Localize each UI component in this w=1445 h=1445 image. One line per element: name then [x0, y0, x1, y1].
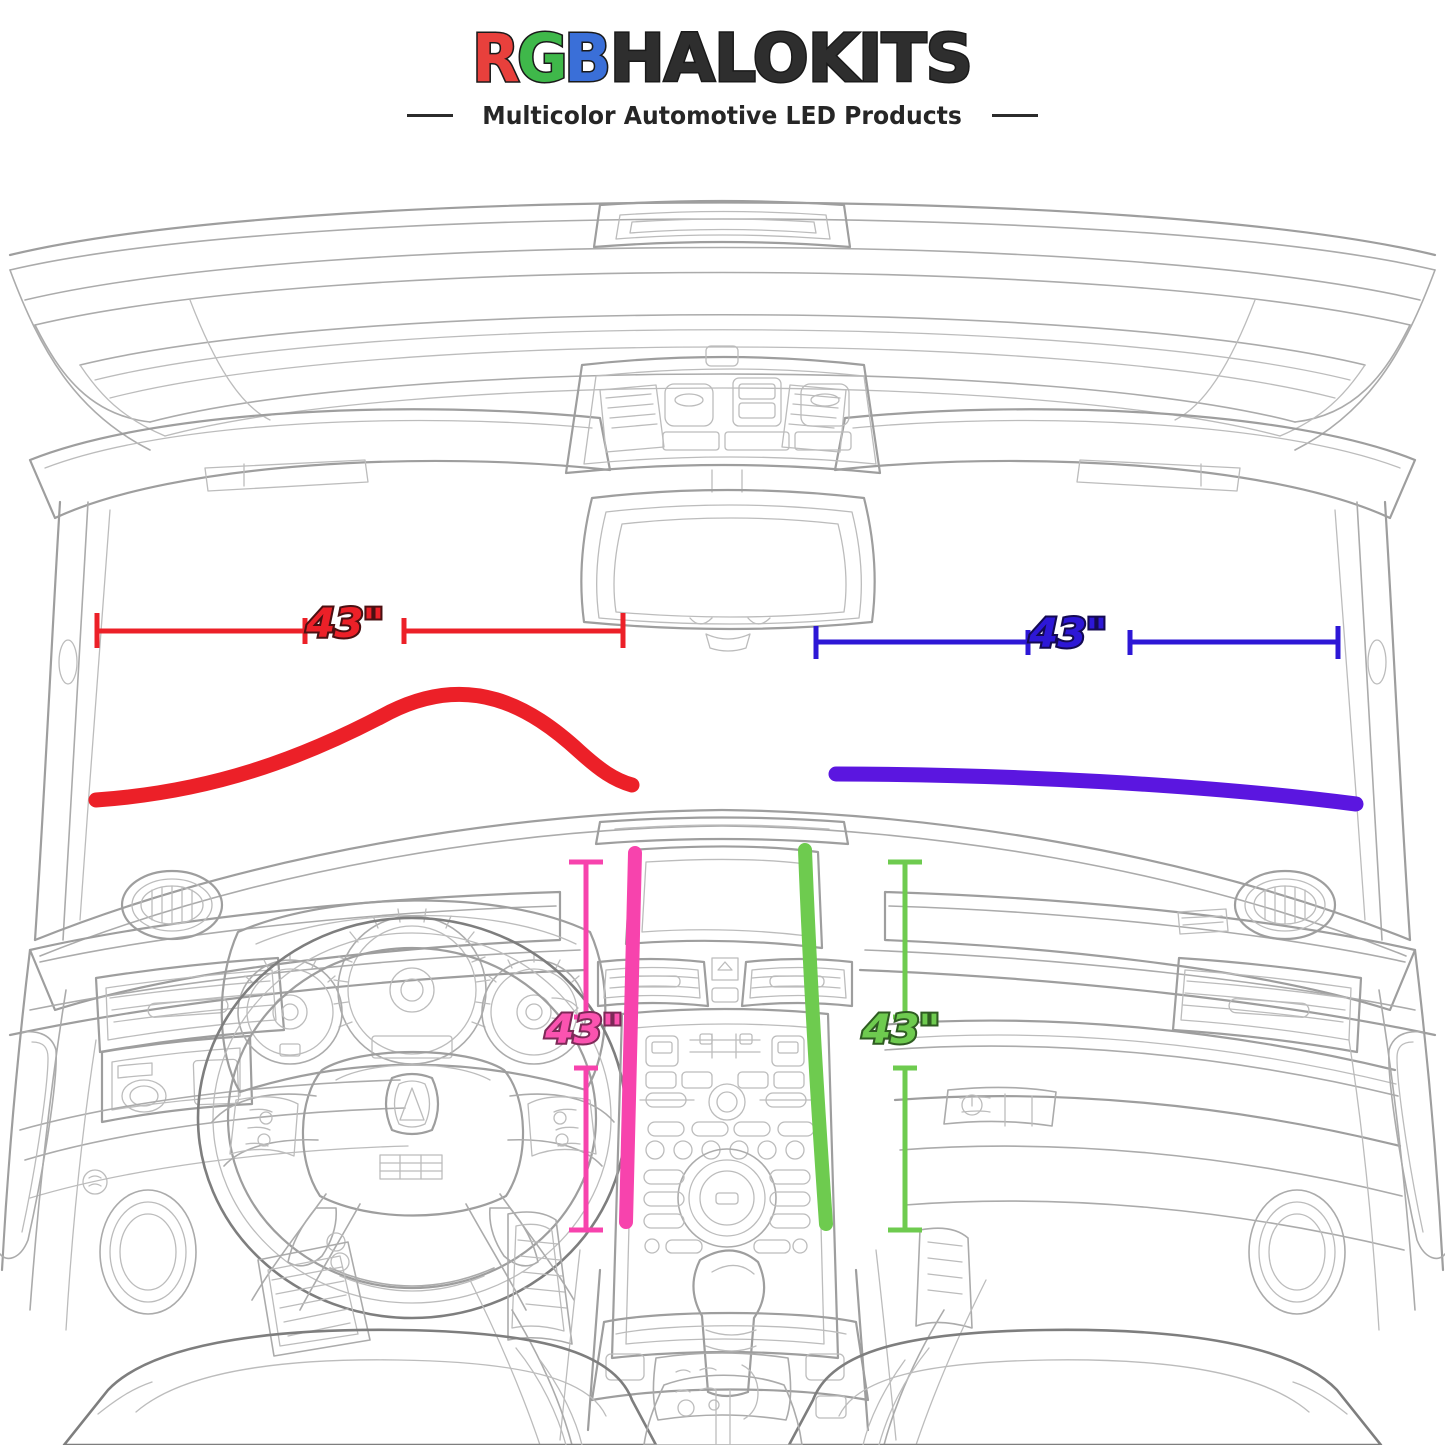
- rearview-mirror: [580, 488, 876, 652]
- overhead-console: [564, 345, 882, 493]
- dimension-label-pink-text: 43": [543, 1007, 625, 1053]
- passenger-dash-strip: [828, 766, 1364, 812]
- dimension-label-green: 43": [860, 1007, 942, 1053]
- dimension-line-red: [94, 613, 626, 648]
- dimension-label-red-text: 43": [304, 601, 386, 647]
- logo-letter-g: G: [515, 20, 569, 97]
- logo-tagline-row: Multicolor Automotive LED Products: [407, 101, 1038, 130]
- dimension-line-green: [888, 859, 922, 1233]
- dimension-line-pink: [569, 859, 603, 1233]
- a-pillars: [33, 500, 1412, 942]
- driver-footwell-strip: [619, 846, 642, 1229]
- tagline-rule-right: [991, 114, 1038, 117]
- logo-letter-b: B: [563, 20, 613, 97]
- dimension-label-red: 43": [304, 601, 386, 647]
- logo-wordmark-halokits: HALOKITS: [608, 20, 974, 97]
- dashboard-body: [8, 890, 1437, 1037]
- passenger-footwell-strip: [798, 843, 833, 1231]
- driver-dash-strip: [88, 686, 640, 808]
- dimension-label-blue: 43": [1027, 611, 1109, 657]
- logo-tagline: Multicolor Automotive LED Products: [482, 101, 963, 130]
- logo-letter-r: R: [470, 20, 521, 97]
- dimension-label-blue-text: 43": [1027, 611, 1109, 657]
- front-seats: [62, 1328, 1383, 1445]
- dashboard-top: [33, 808, 1412, 957]
- passenger-side-dash: [878, 869, 1445, 1331]
- brand-header: R G B HALOKITS Multicolor Automotive LED…: [0, 18, 1445, 138]
- dimension-label-pink: 43": [543, 1007, 625, 1053]
- tagline-rule-left: [407, 114, 454, 117]
- headliner-group: [8, 199, 1437, 451]
- sun-visors: [28, 408, 1417, 520]
- dimension-line-blue: [813, 626, 1341, 659]
- car-interior-line-art: .ln { fill:none; stroke:#9e9e9e; stroke-…: [0, 150, 1445, 1445]
- driver-side-dash: [0, 869, 409, 1331]
- rgbhalokits-logo: R G B HALOKITS: [470, 20, 974, 97]
- dimension-label-green-text: 43": [860, 1007, 942, 1053]
- pedals: [257, 1211, 973, 1357]
